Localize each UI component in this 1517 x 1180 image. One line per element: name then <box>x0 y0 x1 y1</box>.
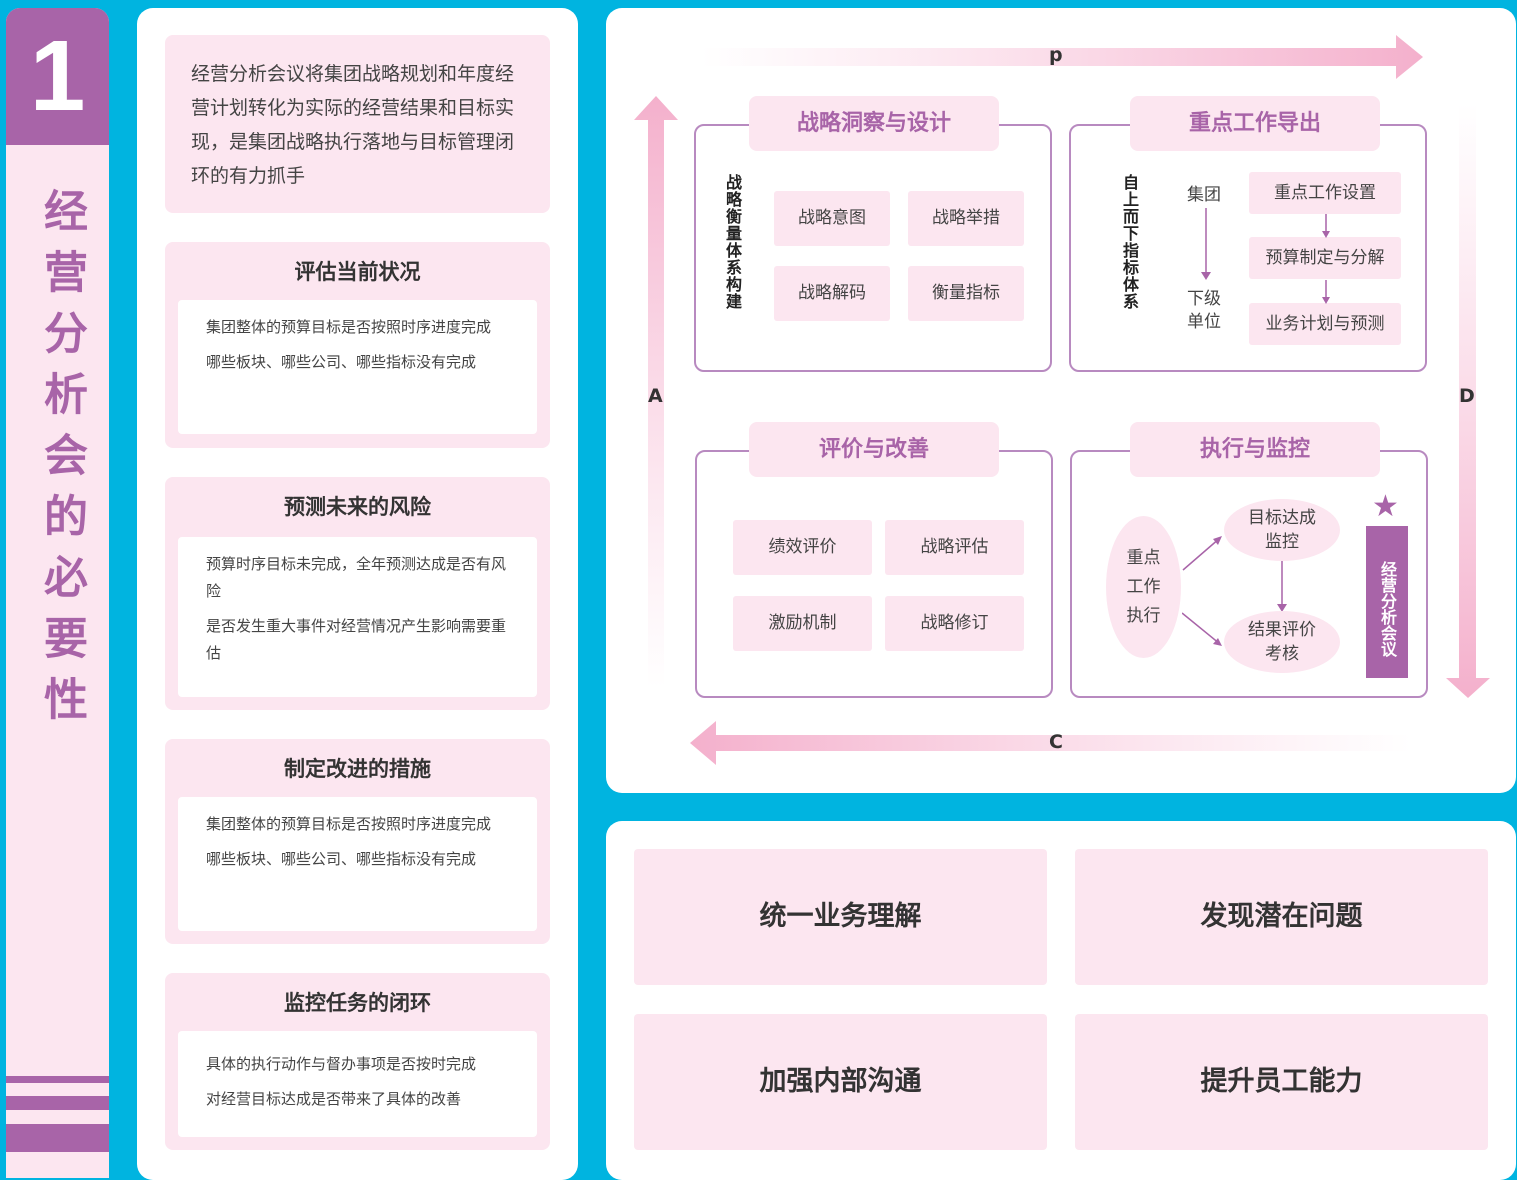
arrow-label: 战略衡量体系构建 <box>723 174 742 310</box>
section-title: 评估当前状况 <box>294 260 421 284</box>
stripe-decoration <box>6 1124 109 1152</box>
quadrant-title: 执行与监控 <box>1130 422 1380 477</box>
meeting-badge: 经营分析会议 <box>1366 526 1408 678</box>
quadrant-strategy <box>694 124 1052 372</box>
arrow-p <box>701 35 1423 79</box>
source-node: 重点工作执行 <box>1106 516 1181 658</box>
cell: 战略举措 <box>908 191 1024 246</box>
quadrant-title: 重点工作导出 <box>1130 96 1380 151</box>
star-icon: ★ <box>1372 489 1399 524</box>
cell: 衡量指标 <box>908 266 1024 321</box>
quadrant-title: 评价与改善 <box>749 422 999 477</box>
section-item: 是否发生重大事件对经营情况产生影响需要重估 <box>206 617 507 662</box>
cell: 战略意图 <box>774 191 890 246</box>
cell: 激励机制 <box>733 596 872 651</box>
pdca-panel: p A D C 战略洞察与设计 战略衡量体系构建 战略意图 战略举措 战略解码 … <box>606 8 1516 793</box>
section-title: 监控任务的闭环 <box>284 991 431 1015</box>
cell: 绩效评价 <box>733 520 872 575</box>
label-d: D <box>1459 385 1475 407</box>
benefit-card: 发现潜在问题 <box>1075 849 1488 985</box>
cell: 战略解码 <box>774 266 890 321</box>
side-strip: 1 经营分析会的必要性 <box>6 8 109 1178</box>
reasons-panel: 经营分析会议将集团战略规划和年度经营计划转化为实际的经营结果和目标实现，是集团战… <box>137 8 578 1180</box>
flow-arrows <box>1182 536 1287 646</box>
step-arrows <box>1322 214 1330 304</box>
label-a: A <box>648 385 663 407</box>
arrow-label: 自上而下指标体系 <box>1120 174 1139 310</box>
down-arrow-icon <box>1201 208 1211 280</box>
intro-text: 经营分析会议将集团战略规划和年度经营计划转化为实际的经营结果和目标实现，是集团战… <box>165 35 550 213</box>
section-item: 哪些板块、哪些公司、哪些指标没有完成 <box>206 353 477 371</box>
section-card: 评估当前状况 集团整体的预算目标是否按照时序进度完成哪些板块、哪些公司、哪些指标… <box>165 242 550 448</box>
quadrant-title: 战略洞察与设计 <box>749 96 999 151</box>
section-card: 制定改进的措施 集团整体的预算目标是否按照时序进度完成哪些板块、哪些公司、哪些指… <box>165 739 550 944</box>
section-card: 预测未来的风险 预算时序目标未完成，全年预测达成是否有风险是否发生重大事件对经营… <box>165 477 550 710</box>
benefits-panel: 统一业务理解 发现潜在问题 加强内部沟通 提升员工能力 <box>606 821 1516 1180</box>
section-item: 对经营目标达成是否带来了具体的改善 <box>206 1090 462 1108</box>
step: 业务计划与预测 <box>1249 303 1401 345</box>
evaluation-node: 结果评价考核 <box>1224 611 1340 673</box>
section-number: 1 <box>6 8 109 145</box>
subunit-label: 下级单位 <box>1187 289 1221 332</box>
arrow-c <box>690 721 1411 765</box>
arrow-a <box>634 96 678 688</box>
step: 重点工作设置 <box>1249 172 1401 214</box>
section-item: 集团整体的预算目标是否按照时序进度完成 <box>206 318 492 336</box>
cell: 战略修订 <box>885 596 1024 651</box>
side-title: 经营分析会的必要性 <box>36 188 87 737</box>
cell: 战略评估 <box>885 520 1024 575</box>
section-card: 监控任务的闭环 具体的执行动作与督办事项是否按时完成对经营目标达成是否带来了具体… <box>165 973 550 1150</box>
monitor-node: 目标达成监控 <box>1224 499 1340 561</box>
stripe-decoration <box>6 1096 109 1110</box>
stripe-decoration <box>6 1076 109 1083</box>
section-title: 预测未来的风险 <box>284 495 431 519</box>
benefit-card: 加强内部沟通 <box>634 1014 1047 1150</box>
section-item: 集团整体的预算目标是否按照时序进度完成 <box>206 815 492 833</box>
arrow-d <box>1446 103 1490 698</box>
group-label: 集团 <box>1187 185 1221 205</box>
label-p: p <box>1049 44 1063 66</box>
label-c: C <box>1049 731 1063 753</box>
section-item: 预算时序目标未完成，全年预测达成是否有风险 <box>206 555 507 600</box>
section-item: 具体的执行动作与督办事项是否按时完成 <box>206 1055 477 1073</box>
benefit-card: 提升员工能力 <box>1075 1014 1488 1150</box>
benefit-card: 统一业务理解 <box>634 849 1047 985</box>
section-item: 哪些板块、哪些公司、哪些指标没有完成 <box>206 850 477 868</box>
step: 预算制定与分解 <box>1249 237 1401 279</box>
section-title: 制定改进的措施 <box>284 757 431 781</box>
